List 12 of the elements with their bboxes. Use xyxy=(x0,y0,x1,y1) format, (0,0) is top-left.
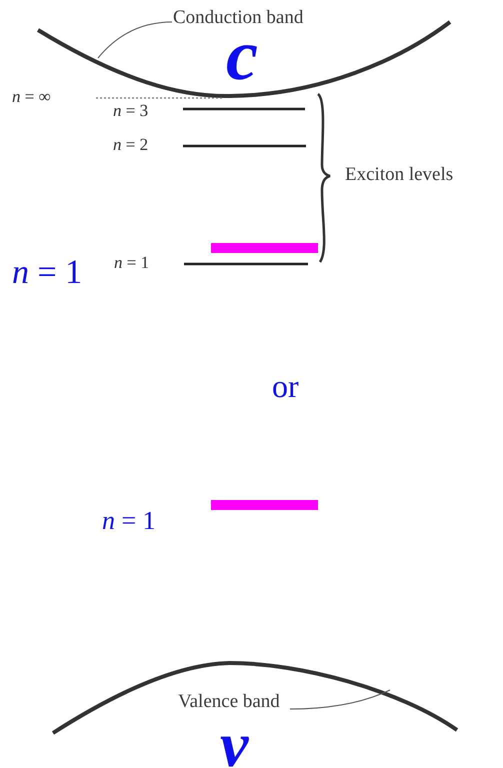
level-label: n = ∞ xyxy=(12,86,51,108)
leader-line xyxy=(290,690,390,710)
connecting-word: or xyxy=(272,367,299,406)
brace-label: Exciton levels xyxy=(345,163,454,187)
level-label: n = 1 xyxy=(114,252,150,274)
level-label: n = 3 xyxy=(113,100,148,122)
band-label: Conduction band xyxy=(173,6,304,30)
level-label: n = 1 xyxy=(102,505,156,537)
leader-line xyxy=(98,22,172,58)
level-label: n = 2 xyxy=(113,134,148,156)
band-curve xyxy=(52,661,458,735)
level-label: n = 1 xyxy=(12,253,82,293)
